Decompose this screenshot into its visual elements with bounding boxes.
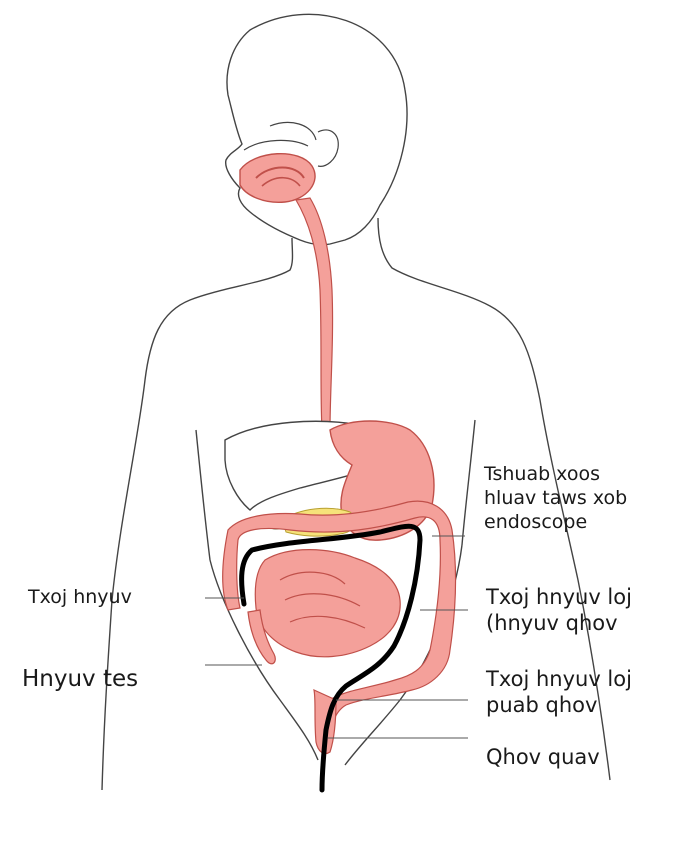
oral-cavity <box>240 122 338 202</box>
label-rectum: Txoj hnyuv loj puab qhov <box>486 666 632 719</box>
esophagus <box>296 198 333 430</box>
label-appendix: Hnyuv tes <box>22 665 138 694</box>
label-endoscope: Tshuab xoos hluav taws xob endoscope <box>484 463 627 534</box>
label-small-intestine: Txoj hnyuv <box>28 586 132 610</box>
label-anus: Qhov quav <box>486 744 600 770</box>
small-intestine <box>255 550 400 657</box>
label-colon: Txoj hnyuv loj (hnyuv qhov <box>486 584 632 637</box>
